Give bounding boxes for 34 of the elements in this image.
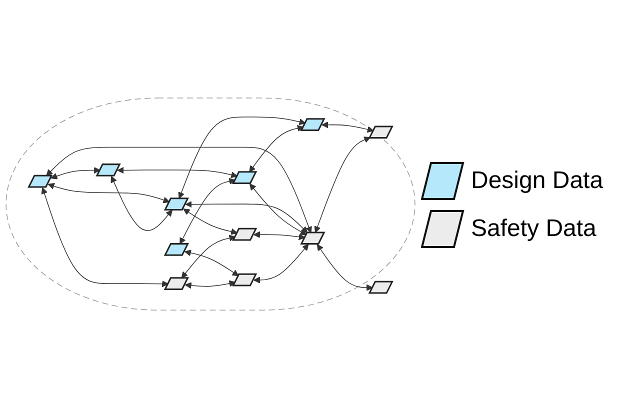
arrow (249, 125, 304, 173)
arrow (178, 117, 306, 200)
node-parallelogram (368, 281, 394, 294)
arrow (314, 137, 371, 234)
legend-label: Safety Data (471, 214, 596, 242)
arrow (181, 235, 236, 279)
arrow (322, 122, 374, 134)
arrow (46, 147, 312, 234)
arrow (48, 183, 170, 204)
node-parallelogram (300, 118, 326, 132)
arrow (184, 250, 239, 277)
node-parallelogram (232, 274, 258, 287)
arrow (183, 209, 238, 236)
node-parallelogram (164, 278, 190, 290)
arrow (50, 167, 100, 180)
arrow (110, 176, 172, 232)
legend-label: Design Data (471, 166, 604, 194)
node-parallelogram (300, 232, 326, 245)
arrow (253, 244, 309, 284)
node-parallelogram (96, 164, 121, 177)
node-parallelogram (28, 175, 53, 188)
arrow (180, 178, 236, 245)
node-parallelogram (232, 172, 258, 184)
arrow (316, 244, 374, 292)
arrow (185, 201, 308, 234)
arrow (41, 188, 169, 288)
node-parallelogram (164, 244, 190, 256)
arrow (184, 280, 236, 290)
arrow (249, 184, 307, 236)
node-parallelogram (368, 126, 394, 139)
arrow (117, 167, 238, 179)
arrow (253, 232, 306, 241)
node-parallelogram (164, 198, 190, 211)
node-parallelogram (232, 228, 258, 242)
